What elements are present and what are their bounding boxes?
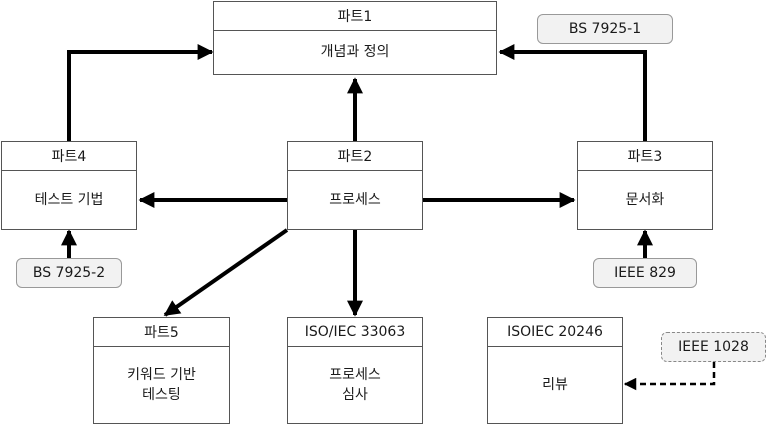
- iso33063-header: ISO/IEC 33063: [288, 318, 422, 347]
- arrow-part3-to-part1: [498, 44, 647, 141]
- part4-body: 테스트 기법: [34, 191, 104, 208]
- iso33063-body: 프로세스 심사: [329, 366, 381, 403]
- iso20246-header: ISOIEC 20246: [488, 318, 622, 347]
- part3-header: 파트3: [578, 142, 712, 171]
- arrow-part4-to-part1: [67, 44, 214, 141]
- part3-body: 문서화: [625, 191, 665, 208]
- ieee829-tag: IEEE 829: [593, 258, 697, 288]
- iso33063-box: ISO/IEC 33063 프로세스 심사: [287, 317, 423, 424]
- bs7925-2-tag: BS 7925-2: [16, 258, 122, 288]
- part4-header: 파트4: [2, 142, 136, 171]
- part5-body: 키워드 기반 테스팅: [127, 366, 196, 403]
- part1-box: 파트1 개념과 정의: [213, 1, 497, 75]
- part4-box: 파트4 테스트 기법: [1, 141, 137, 230]
- part2-box: 파트2 프로세스: [287, 141, 423, 230]
- ieee1028-tag: IEEE 1028: [661, 332, 766, 362]
- iso20246-body: 리뷰: [542, 376, 568, 393]
- iso20246-box: ISOIEC 20246 리뷰: [487, 317, 623, 424]
- bs7925-1-tag: BS 7925-1: [537, 14, 673, 44]
- part2-body: 프로세스: [329, 191, 381, 208]
- part5-box: 파트5 키워드 기반 테스팅: [93, 317, 230, 424]
- arrow-part2-to-part5: [163, 228, 289, 317]
- part1-body: 개념과 정의: [320, 44, 390, 60]
- arrow-ieee1028-to-iso20246: [623, 362, 716, 391]
- part1-header: 파트1: [214, 2, 496, 31]
- part5-header: 파트5: [94, 318, 229, 347]
- part3-box: 파트3 문서화: [577, 141, 713, 230]
- part2-header: 파트2: [288, 142, 422, 171]
